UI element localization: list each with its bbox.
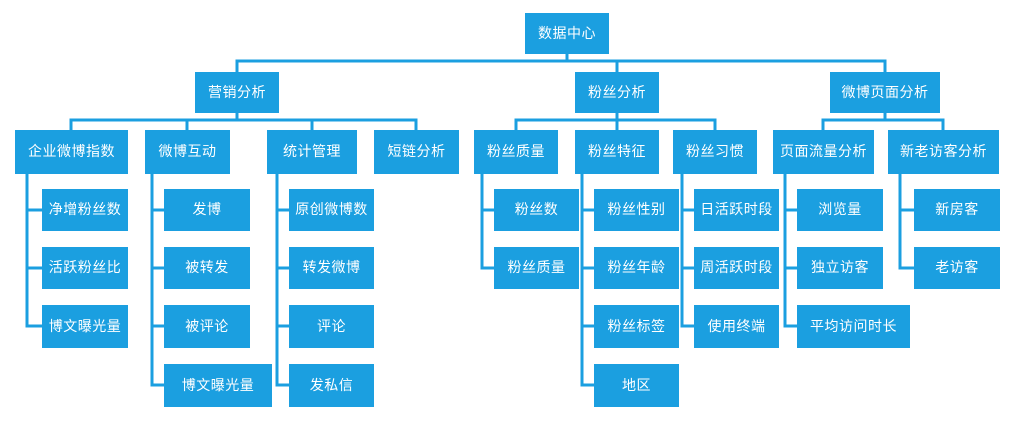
leaf-node: 发私信: [289, 364, 374, 407]
leaf-node: 转发微博: [289, 247, 374, 289]
group-node: 粉丝质量: [474, 130, 558, 174]
leaf-node: 粉丝性别: [594, 189, 679, 231]
leaf-node: 平均访问时长: [797, 305, 910, 348]
group-node: 页面流量分析: [773, 130, 874, 174]
leaf-node: 周活跃时段: [694, 247, 779, 289]
leaf-node: 老访客: [914, 247, 1000, 289]
leaf-node: 博文曝光量: [164, 364, 272, 407]
group-node: 企业微博指数: [15, 130, 128, 174]
leaf-node: 新房客: [914, 189, 1000, 231]
leaf-node: 活跃粉丝比: [42, 247, 128, 289]
leaf-node: 被评论: [164, 305, 250, 348]
leaf-node: 粉丝年龄: [594, 247, 679, 289]
leaf-node: 博文曝光量: [42, 305, 128, 348]
category-node-marketing: 营销分析: [195, 72, 279, 113]
leaf-node: 被转发: [164, 247, 250, 289]
leaf-node: 日活跃时段: [694, 189, 779, 231]
group-node: 粉丝特征: [575, 130, 659, 174]
group-node: 统计管理: [267, 130, 357, 174]
leaf-node: 净增粉丝数: [42, 189, 128, 231]
group-node: 粉丝习惯: [673, 130, 757, 174]
leaf-node: 原创微博数: [289, 189, 374, 231]
leaf-node: 独立访客: [797, 247, 883, 289]
leaf-node: 发博: [164, 189, 250, 231]
group-node: 短链分析: [374, 130, 459, 174]
group-node: 新老访客分析: [888, 130, 999, 174]
leaf-node: 粉丝数: [494, 189, 579, 231]
leaf-node: 粉丝标签: [594, 305, 679, 348]
leaf-node: 使用终端: [694, 305, 779, 348]
leaf-node: 地区: [594, 364, 679, 407]
category-node-weibo-page: 微博页面分析: [830, 72, 940, 113]
category-node-fans: 粉丝分析: [575, 72, 659, 113]
root-node: 数据中心: [525, 13, 609, 54]
leaf-node: 评论: [289, 305, 374, 348]
leaf-node: 浏览量: [797, 189, 883, 231]
group-node: 微博互动: [145, 130, 230, 174]
leaf-node: 粉丝质量: [494, 247, 579, 289]
